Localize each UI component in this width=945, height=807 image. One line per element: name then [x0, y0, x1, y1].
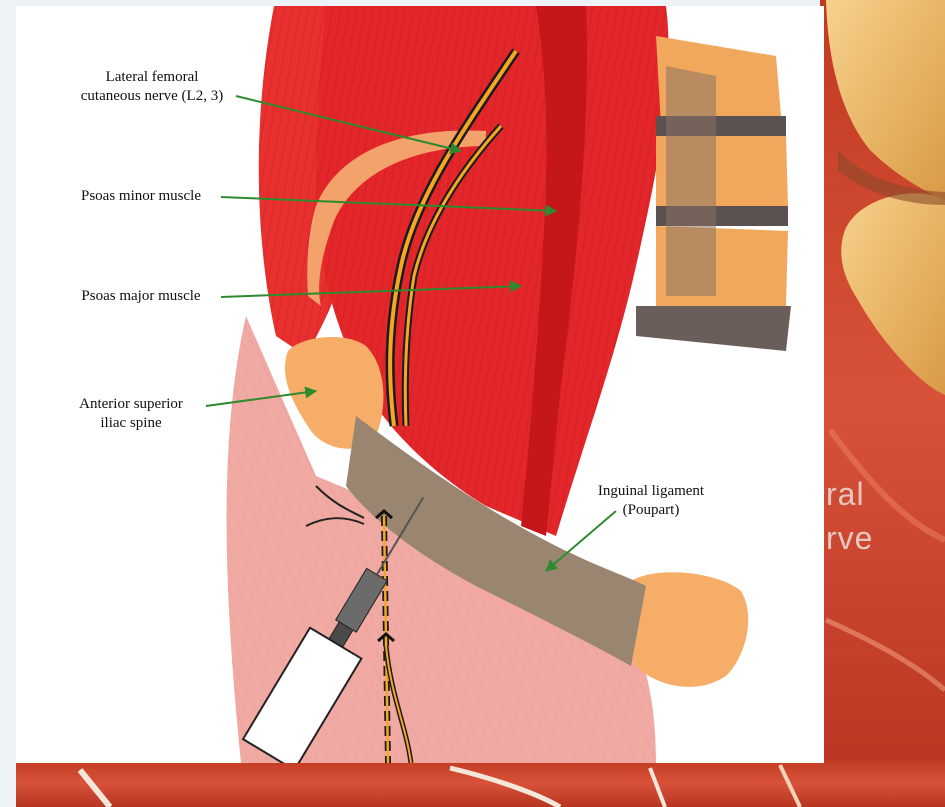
label-psoas-major: Psoas major muscle [56, 287, 226, 306]
label-inguinal-line1: Inguinal ligament [576, 482, 726, 501]
label-lateral-femoral-line1: Lateral femoral [62, 68, 242, 87]
label-asis-line1: Anterior superior [56, 395, 206, 414]
label-psoas-minor: Psoas minor muscle [56, 187, 226, 206]
label-inguinal-ligament: Inguinal ligament (Poupart) [576, 482, 726, 520]
photo-caption-fragment-2: rve [826, 520, 873, 557]
lumbar-vertebrae [636, 36, 791, 351]
label-asis: Anterior superior iliac spine [56, 395, 206, 433]
photo-caption-fragment-1: ral [826, 476, 865, 513]
anatomy-illustration: Lateral femoral cutaneous nerve (L2, 3) … [16, 6, 824, 763]
label-lateral-femoral-line2: cutaneous nerve (L2, 3) [62, 87, 242, 106]
label-lateral-femoral-nerve: Lateral femoral cutaneous nerve (L2, 3) [62, 68, 242, 106]
label-inguinal-line2: (Poupart) [576, 501, 726, 520]
label-asis-line2: iliac spine [56, 414, 206, 433]
anatomy-drawing [16, 6, 824, 763]
